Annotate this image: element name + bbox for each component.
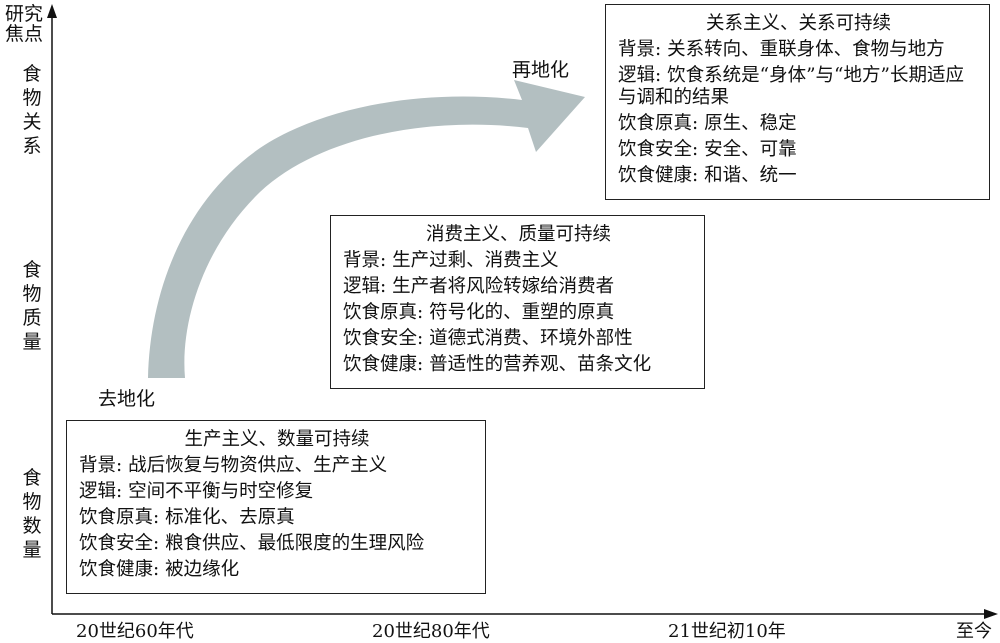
y-axis-arrowhead bbox=[47, 4, 57, 18]
row-label: 饮食安全: bbox=[79, 533, 160, 554]
box-row: 饮食健康: 和谐、统一 bbox=[618, 163, 979, 189]
row-label: 饮食健康: bbox=[618, 165, 699, 186]
row-text: 关系转向、重联身体、食物与地方 bbox=[667, 39, 945, 60]
box-row: 饮食原真: 符号化的、重塑的原真 bbox=[343, 300, 694, 326]
box-row: 饮食健康: 被边缘化 bbox=[79, 557, 475, 583]
x-tick-present: 至今 bbox=[956, 621, 992, 642]
x-axis-arrowhead bbox=[984, 609, 998, 619]
row-text: 符号化的、重塑的原真 bbox=[429, 302, 615, 323]
box-row: 逻辑: 生产者将风险转嫁给消费者 bbox=[343, 274, 694, 300]
row-label: 逻辑: bbox=[79, 481, 123, 502]
row-text: 生产者将风险转嫁给消费者 bbox=[392, 276, 615, 297]
y-axis-title: 研究焦点 bbox=[4, 3, 43, 45]
row-label: 逻辑: bbox=[618, 65, 662, 86]
row-label: 逻辑: bbox=[343, 276, 387, 297]
box-row: 饮食原真: 原生、稳定 bbox=[618, 111, 979, 137]
row-label: 背景: bbox=[79, 455, 123, 476]
y-category-food-quantity: 食物数量 bbox=[22, 467, 42, 561]
row-text: 粮食供应、最低限度的生理风险 bbox=[165, 533, 425, 554]
row-label: 背景: bbox=[618, 39, 662, 60]
box-row: 背景: 战后恢复与物资供应、生产主义 bbox=[79, 453, 475, 479]
box-row: 背景: 生产过剩、消费主义 bbox=[343, 248, 694, 274]
box-consumerism: 消费主义、质量可持续 背景: 生产过剩、消费主义 逻辑: 生产者将风险转嫁给消费… bbox=[330, 215, 705, 389]
box-row: 饮食原真: 标准化、去原真 bbox=[79, 505, 475, 531]
phase-label-delocalization: 去地化 bbox=[98, 388, 156, 410]
box-row: 饮食安全: 道德式消费、环境外部性 bbox=[343, 326, 694, 352]
transition-arrow bbox=[148, 80, 585, 378]
row-label: 饮食原真: bbox=[343, 302, 424, 323]
box-title: 关系主义、关系可持续 bbox=[705, 13, 891, 34]
box-row: 饮食健康: 普适性的营养观、苗条文化 bbox=[343, 352, 694, 378]
row-label: 饮食健康: bbox=[79, 559, 160, 580]
row-label: 饮食原真: bbox=[79, 507, 160, 528]
row-text: 标准化、去原真 bbox=[165, 507, 295, 528]
box-productivism: 生产主义、数量可持续 背景: 战后恢复与物资供应、生产主义 逻辑: 空间不平衡与… bbox=[66, 420, 486, 594]
row-text: 生产过剩、消费主义 bbox=[392, 250, 559, 271]
row-label: 背景: bbox=[343, 250, 387, 271]
box-title: 消费主义、质量可持续 bbox=[425, 224, 611, 245]
x-tick-2000s: 21世纪初10年 bbox=[668, 621, 786, 642]
box-row: 饮食安全: 粮食供应、最低限度的生理风险 bbox=[79, 531, 475, 557]
box-row: 饮食安全: 安全、可靠 bbox=[618, 137, 979, 163]
row-label: 饮食原真: bbox=[618, 113, 699, 134]
row-text: 被边缘化 bbox=[165, 559, 240, 580]
row-text: 安全、可靠 bbox=[704, 139, 797, 160]
row-text: 道德式消费、环境外部性 bbox=[429, 328, 633, 349]
box-title: 生产主义、数量可持续 bbox=[184, 429, 370, 450]
x-tick-1960s: 20世纪60年代 bbox=[76, 621, 194, 642]
y-category-food-quality: 食物质量 bbox=[22, 259, 42, 353]
row-text: 空间不平衡与时空修复 bbox=[128, 481, 314, 502]
row-text: 战后恢复与物资供应、生产主义 bbox=[128, 455, 388, 476]
row-text: 饮食系统是“身体”与“地方”长期适应与调和的结果 bbox=[618, 65, 964, 108]
row-text: 普适性的营养观、苗条文化 bbox=[429, 354, 652, 375]
box-relationalism: 关系主义、关系可持续 背景: 关系转向、重联身体、食物与地方 逻辑: 饮食系统是… bbox=[605, 4, 990, 200]
row-text: 原生、稳定 bbox=[704, 113, 797, 134]
row-text: 和谐、统一 bbox=[704, 165, 797, 186]
box-row: 逻辑: 空间不平衡与时空修复 bbox=[79, 479, 475, 505]
row-label: 饮食安全: bbox=[618, 139, 699, 160]
y-category-food-relation: 食物关系 bbox=[22, 63, 42, 157]
row-label: 饮食安全: bbox=[343, 328, 424, 349]
row-label: 饮食健康: bbox=[343, 354, 424, 375]
box-row: 逻辑: 饮食系统是“身体”与“地方”长期适应与调和的结果 bbox=[618, 65, 979, 109]
phase-label-relocalization: 再地化 bbox=[512, 59, 570, 81]
x-tick-1980s: 20世纪80年代 bbox=[372, 621, 490, 642]
box-row: 背景: 关系转向、重联身体、食物与地方 bbox=[618, 37, 979, 63]
